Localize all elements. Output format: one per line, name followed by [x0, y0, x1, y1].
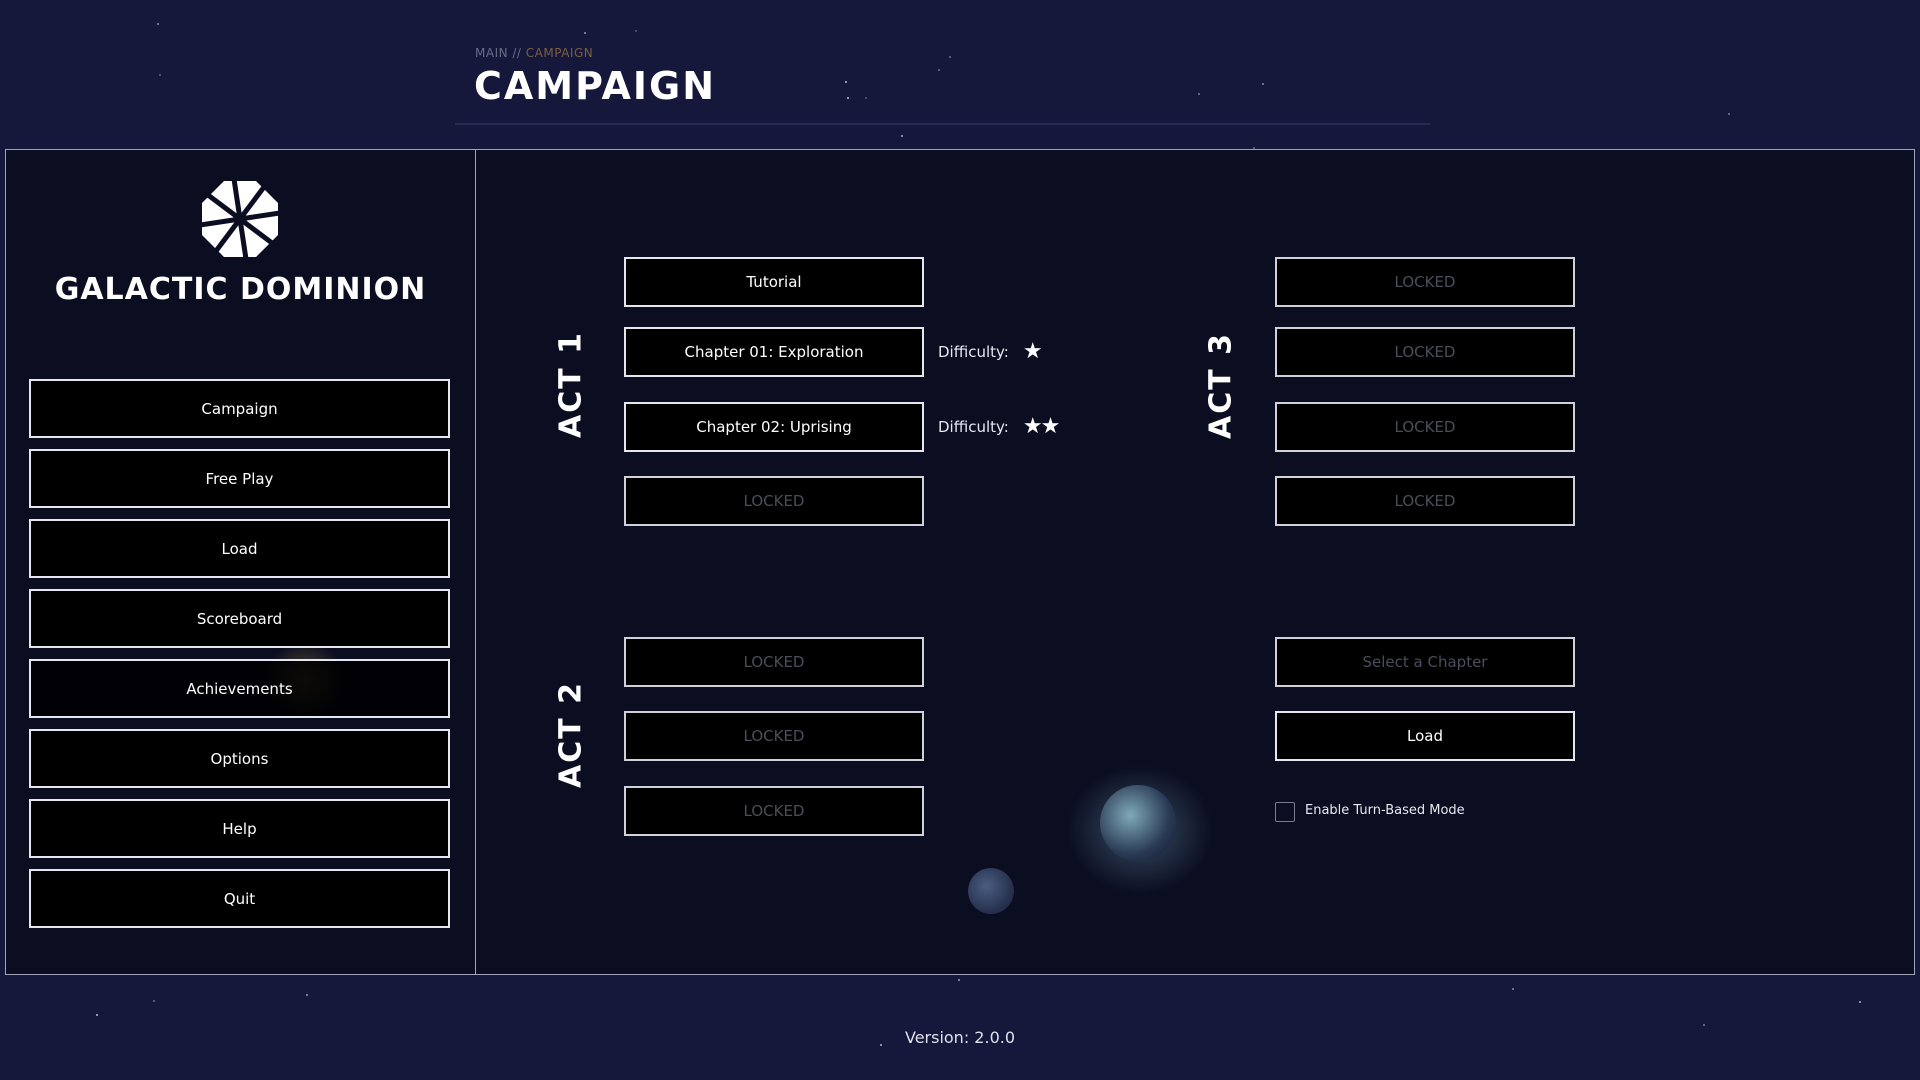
header-divider: [455, 123, 1430, 125]
breadcrumb-main[interactable]: MAIN: [475, 46, 509, 60]
star-icon: ★★: [1022, 414, 1060, 439]
star-decoration: [1859, 1001, 1862, 1003]
star-decoration: [690, 83, 693, 86]
chapter-01-button[interactable]: Chapter 01: Exploration: [624, 327, 924, 377]
difficulty-label: Difficulty:: [938, 417, 1009, 436]
act-3-label: ACT 3: [1203, 331, 1239, 440]
star-decoration: [845, 81, 848, 84]
sidebar-item-help[interactable]: Help: [29, 799, 450, 858]
star-decoration: [634, 29, 637, 32]
star-decoration: [96, 1014, 99, 1017]
star-decoration: [1262, 82, 1265, 85]
star-decoration: [152, 1000, 155, 1003]
star-decoration: [1198, 93, 1201, 96]
star-decoration: [957, 978, 960, 981]
chapter-tutorial-button[interactable]: Tutorial: [624, 257, 924, 307]
version-label: Version: 2.0.0: [904, 1028, 1016, 1047]
star-decoration: [583, 31, 586, 34]
planet-decoration: [1100, 785, 1176, 861]
star-decoration: [880, 1044, 883, 1047]
star-decoration: [1253, 146, 1256, 149]
sidebar-item-scoreboard[interactable]: Scoreboard: [29, 589, 450, 648]
star-decoration: [1702, 1023, 1705, 1026]
select-chapter-button[interactable]: Select a Chapter: [1275, 637, 1575, 687]
locked-chapter-button[interactable]: LOCKED: [1275, 402, 1575, 452]
planet-decoration: [968, 868, 1014, 914]
locked-chapter-button[interactable]: LOCKED: [624, 786, 924, 836]
sidebar: [5, 149, 476, 975]
act-2-label: ACT 2: [553, 680, 589, 789]
star-decoration: [157, 22, 160, 25]
star-decoration: [900, 135, 903, 138]
star-decoration: [937, 69, 940, 72]
chapter-01-difficulty: Difficulty: ★: [938, 339, 1043, 364]
sidebar-item-free-play[interactable]: Free Play: [29, 449, 450, 508]
chapter-02-button[interactable]: Chapter 02: Uprising: [624, 402, 924, 452]
sidebar-item-campaign[interactable]: Campaign: [29, 379, 450, 438]
sidebar-item-options[interactable]: Options: [29, 729, 450, 788]
locked-chapter-button[interactable]: LOCKED: [624, 476, 924, 526]
locked-chapter-button[interactable]: LOCKED: [1275, 257, 1575, 307]
turn-based-label[interactable]: Enable Turn-Based Mode: [1305, 803, 1465, 818]
chapter-02-difficulty: Difficulty: ★★: [938, 414, 1060, 439]
star-decoration: [864, 97, 867, 100]
sidebar-item-load[interactable]: Load: [29, 519, 450, 578]
locked-chapter-button[interactable]: LOCKED: [1275, 327, 1575, 377]
breadcrumb: MAIN // CAMPAIGN: [475, 46, 593, 60]
breadcrumb-current: CAMPAIGN: [525, 46, 594, 60]
star-decoration: [1511, 987, 1514, 990]
sidebar-item-achievements[interactable]: Achievements: [29, 659, 450, 718]
load-chapter-button[interactable]: Load: [1275, 711, 1575, 761]
galactic-dominion-logo-icon: [200, 179, 280, 259]
breadcrumb-separator: //: [508, 46, 526, 60]
act-1-label: ACT 1: [553, 330, 589, 439]
locked-chapter-button[interactable]: LOCKED: [624, 711, 924, 761]
locked-chapter-button[interactable]: LOCKED: [624, 637, 924, 687]
page-title: CAMPAIGN: [474, 64, 717, 108]
star-decoration: [305, 993, 308, 996]
star-decoration: [948, 56, 951, 59]
game-title: GALACTIC DOMINION: [54, 272, 427, 307]
turn-based-checkbox[interactable]: [1275, 802, 1295, 822]
locked-chapter-button[interactable]: LOCKED: [1275, 476, 1575, 526]
star-decoration: [1728, 113, 1731, 116]
difficulty-label: Difficulty:: [938, 342, 1009, 361]
star-icon: ★: [1022, 339, 1043, 364]
star-decoration: [846, 96, 849, 99]
star-decoration: [159, 73, 162, 76]
sidebar-item-quit[interactable]: Quit: [29, 869, 450, 928]
